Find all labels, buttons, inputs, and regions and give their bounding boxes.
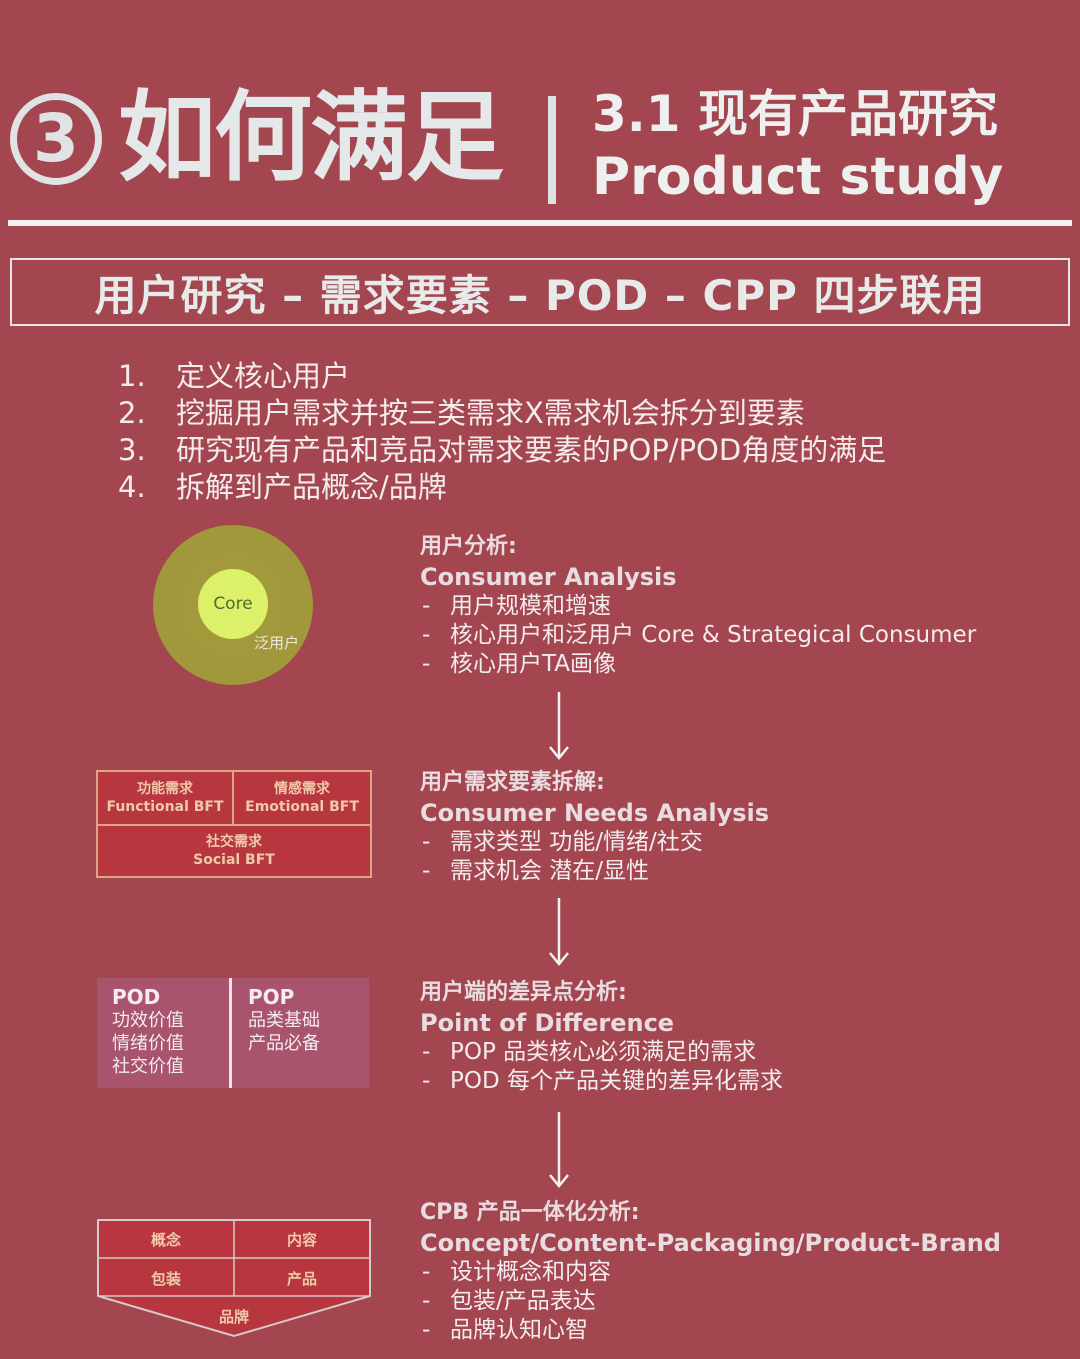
bullet-dash: - [422, 593, 431, 619]
generic-user-label: 泛用户 [254, 634, 300, 652]
pod-column: POD 功效价值 情绪价值 社交价值 [112, 986, 184, 1078]
step-item: 3. 研究现有产品和竞品对需求要素的POP/POD角度的满足 [118, 432, 886, 469]
pop-column: POP 品类基础 产品必备 [248, 986, 320, 1055]
step-text: 定义核心用户 [176, 359, 351, 393]
subtitle-zh: 3.1 现有产品研究 [592, 85, 998, 143]
cpb-brand: 品牌 [218, 1308, 250, 1326]
bullet-dash: - [422, 1317, 431, 1343]
bullet-dash: - [422, 651, 431, 677]
cpb-concept: 概念 [150, 1231, 182, 1249]
steps-list: 1. 定义核心用户 2. 挖掘用户需求并按三类需求X需求机会拆分到要素 3. 研究现有… [118, 358, 886, 506]
bullet-text: 需求类型 功能/情绪/社交 [450, 829, 703, 855]
functional-en: Functional BFT [106, 799, 224, 815]
bullet-text: 品牌认知心智 [450, 1317, 588, 1343]
bullet-dash: - [422, 1259, 431, 1285]
step-item: 4. 拆解到产品概念/品牌 [118, 469, 886, 506]
bullet-item: -需求类型 功能/情绪/社交 [420, 828, 769, 857]
emotional-zh: 情感需求 [274, 781, 330, 797]
pod-pop-box: POD 功效价值 情绪价值 社交价值 POP 品类基础 产品必备 [97, 978, 369, 1088]
header-rule [8, 220, 1072, 226]
bullet-text: 用户规模和增速 [450, 593, 611, 619]
bullet-dash: - [422, 1039, 431, 1065]
bullet-text: POP 品类核心必须满足的需求 [450, 1039, 757, 1065]
pod-title: POD [112, 985, 161, 1009]
step-text: 研究现有产品和竞品对需求要素的POP/POD角度的满足 [176, 433, 887, 467]
section-consumer-analysis: 用户分析: Consumer Analysis -用户规模和增速 -核心用户和泛… [420, 532, 976, 679]
section-title-en: Concept/Content-Packaging/Product-Brand [420, 1229, 1001, 1257]
bullet-item: -设计概念和内容 [420, 1258, 1001, 1287]
section-title-en: Point of Difference [420, 1009, 675, 1037]
functional-need-cell: 功能需求 Functional BFT [98, 772, 234, 824]
section-title-en: Consumer Needs Analysis [420, 799, 770, 827]
bullet-item: -POD 每个产品关键的差异化需求 [420, 1067, 783, 1096]
step-text: 拆解到产品概念/品牌 [176, 470, 447, 504]
social-zh: 社交需求 [206, 834, 262, 850]
step-num: 4. [118, 470, 146, 504]
step-item: 1. 定义核心用户 [118, 358, 886, 395]
bullet-dash: - [422, 858, 431, 884]
cpb-shape [97, 1219, 371, 1338]
social-en: Social BFT [193, 852, 275, 868]
bullet-text: 包装/产品表达 [450, 1288, 596, 1314]
emotional-en: Emotional BFT [245, 799, 359, 815]
bullet-text: 需求机会 潜在/显性 [450, 858, 650, 884]
bullet-text: 核心用户TA画像 [450, 651, 616, 677]
step-number-badge: 3 [10, 93, 102, 185]
pop-line: 产品必备 [248, 1033, 320, 1054]
method-banner: 用户研究 – 需求要素 – POD – CPP 四步联用 [10, 258, 1070, 326]
title-divider [548, 96, 556, 204]
bullet-dash: - [422, 622, 431, 648]
arrow-down-icon [549, 692, 569, 760]
section-point-of-difference: 用户端的差异点分析: Point of Difference -POP 品类核心… [420, 978, 783, 1096]
bullet-item: -核心用户TA画像 [420, 650, 976, 679]
bullet-item: -POP 品类核心必须满足的需求 [420, 1038, 783, 1067]
needs-grid: 功能需求 Functional BFT 情感需求 Emotional BFT 社… [96, 770, 372, 878]
section-title-zh: CPB 产品一体化分析: [420, 1200, 640, 1225]
section-title-zh: 用户需求要素拆解: [420, 770, 605, 795]
bullet-item: -核心用户和泛用户 Core & Strategical Consumer [420, 621, 976, 650]
page-title: 如何满足 [118, 81, 504, 195]
pop-title: POP [248, 985, 295, 1009]
section-needs-analysis: 用户需求要素拆解: Consumer Needs Analysis -需求类型 … [420, 768, 769, 886]
section-title-en: Consumer Analysis [420, 563, 677, 591]
pod-line: 情绪价值 [112, 1033, 184, 1054]
bullet-text: 设计概念和内容 [450, 1259, 611, 1285]
cpb-diagram: 概念 内容 包装 产品 品牌 [96, 1218, 374, 1342]
step-text: 挖掘用户需求并按三类需求X需求机会拆分到要素 [176, 396, 805, 430]
step-num: 1. [118, 359, 146, 393]
core-user-circle: Core [198, 569, 268, 639]
cpb-packaging: 包装 [150, 1270, 182, 1288]
section-cpb-analysis: CPB 产品一体化分析: Concept/Content-Packaging/P… [420, 1198, 1001, 1345]
pod-line: 社交价值 [112, 1056, 184, 1077]
bullet-item: -包装/产品表达 [420, 1287, 1001, 1316]
cpb-product: 产品 [286, 1270, 318, 1288]
step-num: 2. [118, 396, 146, 430]
bullet-item: -用户规模和增速 [420, 592, 976, 621]
bullet-text: 核心用户和泛用户 Core & Strategical Consumer [450, 622, 977, 648]
subtitle-en: Product study [592, 147, 1004, 207]
section-title-zh: 用户分析: [420, 534, 517, 559]
bullet-text: POD 每个产品关键的差异化需求 [450, 1068, 783, 1094]
bullet-item: -品牌认知心智 [420, 1316, 1001, 1345]
cpb-content: 内容 [286, 1231, 318, 1249]
step-item: 2. 挖掘用户需求并按三类需求X需求机会拆分到要素 [118, 395, 886, 432]
pod-pop-divider [229, 978, 232, 1088]
step-number: 3 [33, 100, 79, 177]
bullet-dash: - [422, 1288, 431, 1314]
arrow-down-icon [549, 1112, 569, 1188]
functional-zh: 功能需求 [137, 781, 193, 797]
bullet-dash: - [422, 1068, 431, 1094]
step-num: 3. [118, 433, 146, 467]
arrow-down-icon [549, 898, 569, 966]
section-title-zh: 用户端的差异点分析: [420, 980, 627, 1005]
banner-text: 用户研究 – 需求要素 – POD – CPP 四步联用 [94, 270, 986, 320]
emotional-need-cell: 情感需求 Emotional BFT [234, 772, 370, 824]
social-need-cell: 社交需求 Social BFT [98, 824, 370, 876]
pod-line: 功效价值 [112, 1010, 184, 1031]
bullet-item: -需求机会 潜在/显性 [420, 857, 769, 886]
pop-line: 品类基础 [248, 1010, 320, 1031]
bullet-dash: - [422, 829, 431, 855]
core-label: Core [213, 594, 253, 614]
